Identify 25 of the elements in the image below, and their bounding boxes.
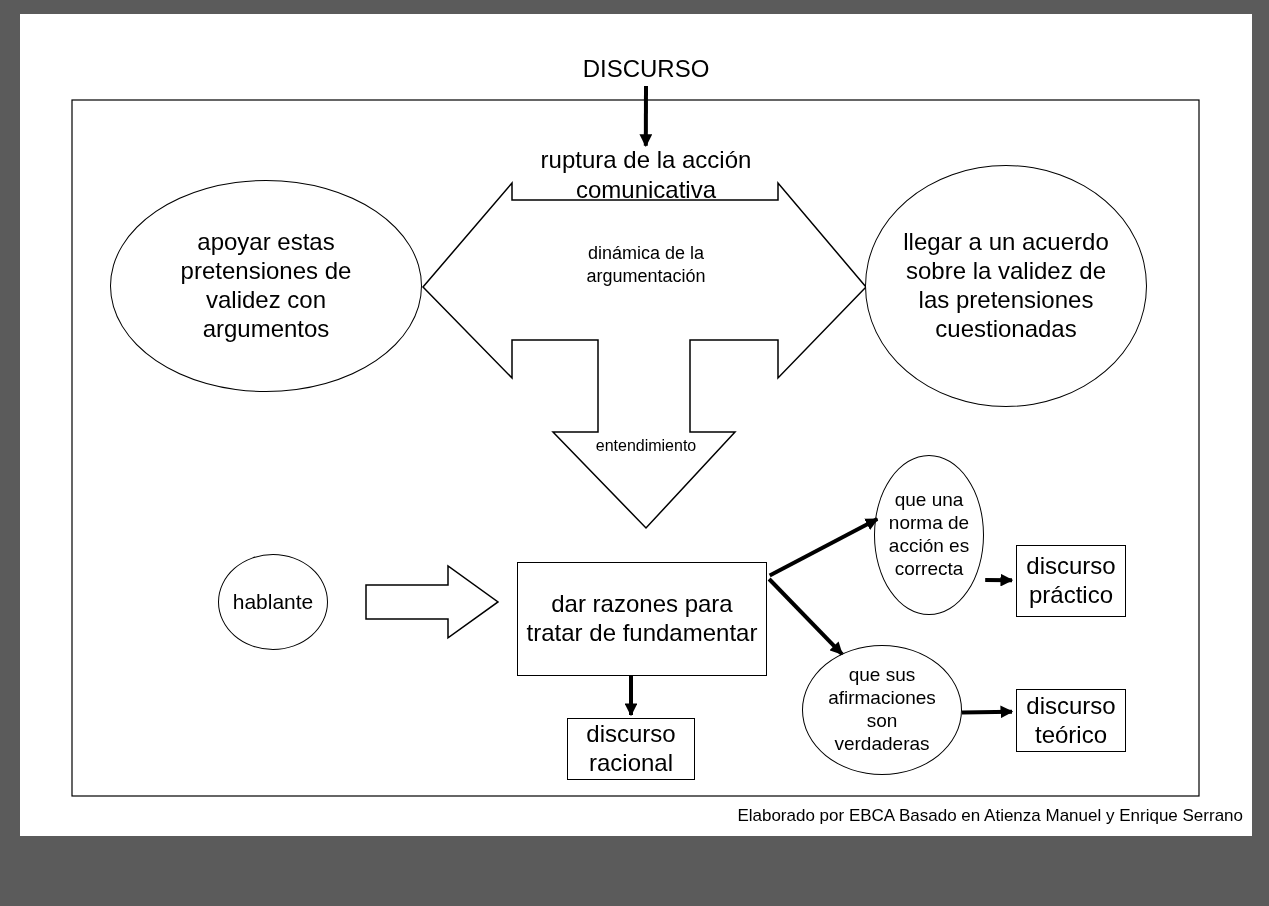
caption: Elaborado por EBCA Basado en Atienza Manuel y Enrique Serrano [737, 806, 1243, 826]
arrow-label: ruptura de la acción comunicativa [539, 145, 753, 205]
arrow [767, 577, 844, 656]
node-label: apoyar estas pretensiones de validez con argumentos [179, 228, 353, 344]
heading-text: DISCURSO [560, 52, 732, 86]
node-label: discurso teórico [1025, 691, 1117, 750]
node-label: que sus afirmaciones son verdaderas [827, 664, 937, 756]
block-arrow [365, 564, 500, 640]
node-label: discurso práctico [1025, 552, 1117, 610]
node-label: discurso racional [585, 720, 677, 778]
arrow [639, 86, 653, 148]
node-label: hablante [232, 589, 314, 615]
node-label: que una norma de acción es correcta [887, 489, 971, 581]
process-box [567, 718, 695, 780]
node-label: llegar a un acuerdo sobre la validez de las pretensiones cuestionadas [902, 228, 1110, 344]
arrow [961, 705, 1014, 719]
arrow [985, 573, 1014, 587]
arrow-label: dinámica de la argumentación [585, 242, 707, 287]
node-label: dar razones para tratar de fundamentar [526, 590, 758, 648]
process-box [1016, 689, 1126, 752]
arrow [624, 676, 638, 717]
arrow [768, 517, 879, 578]
process-box [517, 562, 767, 676]
arrow-label: entendimiento [594, 436, 698, 456]
process-box [1016, 545, 1126, 617]
